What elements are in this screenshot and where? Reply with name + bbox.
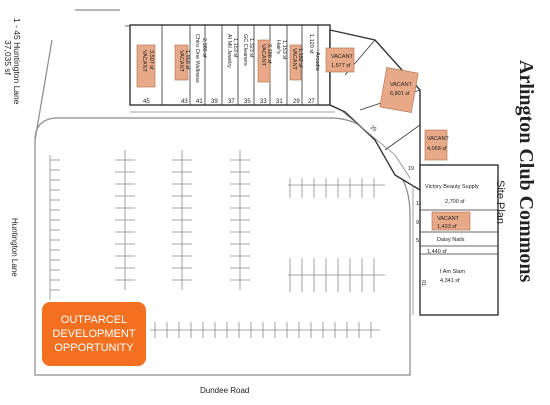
north-building [129,24,335,113]
address-line2: 37,035 sf [3,40,13,76]
unit-label: VACANT [437,216,460,222]
unit-sf: 4,341 sf [440,278,460,284]
unit-sf: 1,153 sf [281,40,287,60]
subtitle: Site Plan [494,180,506,224]
unit-label: VACANT [291,48,297,71]
unit-label: VACANT [427,136,450,142]
unit-number: 01 [420,280,426,286]
outparcel-development-box: OUTPARCEL DEVELOPMENT OPPORTUNITY [42,302,146,366]
unit-label: AI Mil Jewelry [226,34,232,68]
unit-sf: 4,068 sf [427,146,447,152]
outparcel-line2: DEVELOPMENT [52,328,136,340]
north-unit-numbers: 45 43 41 39 37 35 33 31 29 27 [143,99,315,105]
unit-number: 9 [416,220,419,226]
angled-unit-labels: VACANT 1,577 sf VACANT 6,801 sf 25 VACAN… [331,54,450,172]
unit-label: GC Cleaners [242,34,248,66]
unit-sf: 1,577 sf [331,63,351,69]
unit-number: 41 [196,99,203,105]
unit-sf: 1,440 sf [427,249,447,255]
unit-label: Victory Beauty Supply [425,184,479,190]
outparcel-line3: OPPORTUNITY [54,342,134,354]
unit-number: 25 [369,125,377,133]
title: Arlington Club Commons [515,60,537,282]
unit-sf: 1,192 sf [297,48,303,68]
unit-sf: 1,433 sf [437,224,457,230]
unit-label: VACANT [331,54,354,60]
unit-number: 31 [276,99,283,105]
unit-label: Hair's [275,40,281,54]
unit-sf: 1,120 sf [308,34,314,54]
unit-label: VACANT [178,50,184,73]
unit-number: 43 [181,99,188,105]
parking-stalls [49,150,385,338]
unit-number: 39 [211,99,218,105]
unit-sf: 1,323 sf [248,38,254,58]
angled-building [325,29,448,192]
unit-label: VACANT [390,82,413,88]
unit-label: VACANT [260,44,266,67]
east-unit-labels: 11 Victory Beauty Supply 2,700 sf 9 VACA… [416,184,479,286]
unit-label: I Am Slam [440,269,465,275]
unit-sf: 2,188 sf [266,44,272,64]
address-line1: 1 - 45 Huntington Lane [12,18,22,105]
outparcel-line1: OUTPARCEL [60,314,128,326]
road-south-label: Dundee Road [200,386,249,395]
unit-number: 37 [228,99,235,105]
unit-number: 29 [293,99,300,105]
unit-label: Daisy Nails [437,237,465,243]
unit-sf: 3,507 sf [148,50,154,70]
north-unit-labels: VACANT 3,507 sf VACANT 1,958 sf Chiro On… [141,34,320,83]
unit-sf: 2,386 sf [201,38,207,58]
unit-number: 35 [244,99,251,105]
unit-label: VACANT [141,50,147,73]
unit-number: 5 [416,238,419,244]
unit-sf: 2,700 sf [445,199,465,205]
unit-number: 11 [416,201,422,207]
road-west-label: Huntington Lane [10,218,19,277]
unit-sf: 1,958 sf [184,50,190,70]
unit-number: 33 [260,99,267,105]
unit-number: 45 [143,99,150,105]
unit-label: Chiro One Wellness [194,34,200,83]
unit-sf: 6,801 sf [390,91,410,97]
unit-sf: 1,153 sf [232,38,238,58]
unit-number: 19 [408,166,414,172]
unit-label: Arcadia [314,52,320,72]
unit-number: 27 [308,99,315,105]
east-building [412,164,499,316]
